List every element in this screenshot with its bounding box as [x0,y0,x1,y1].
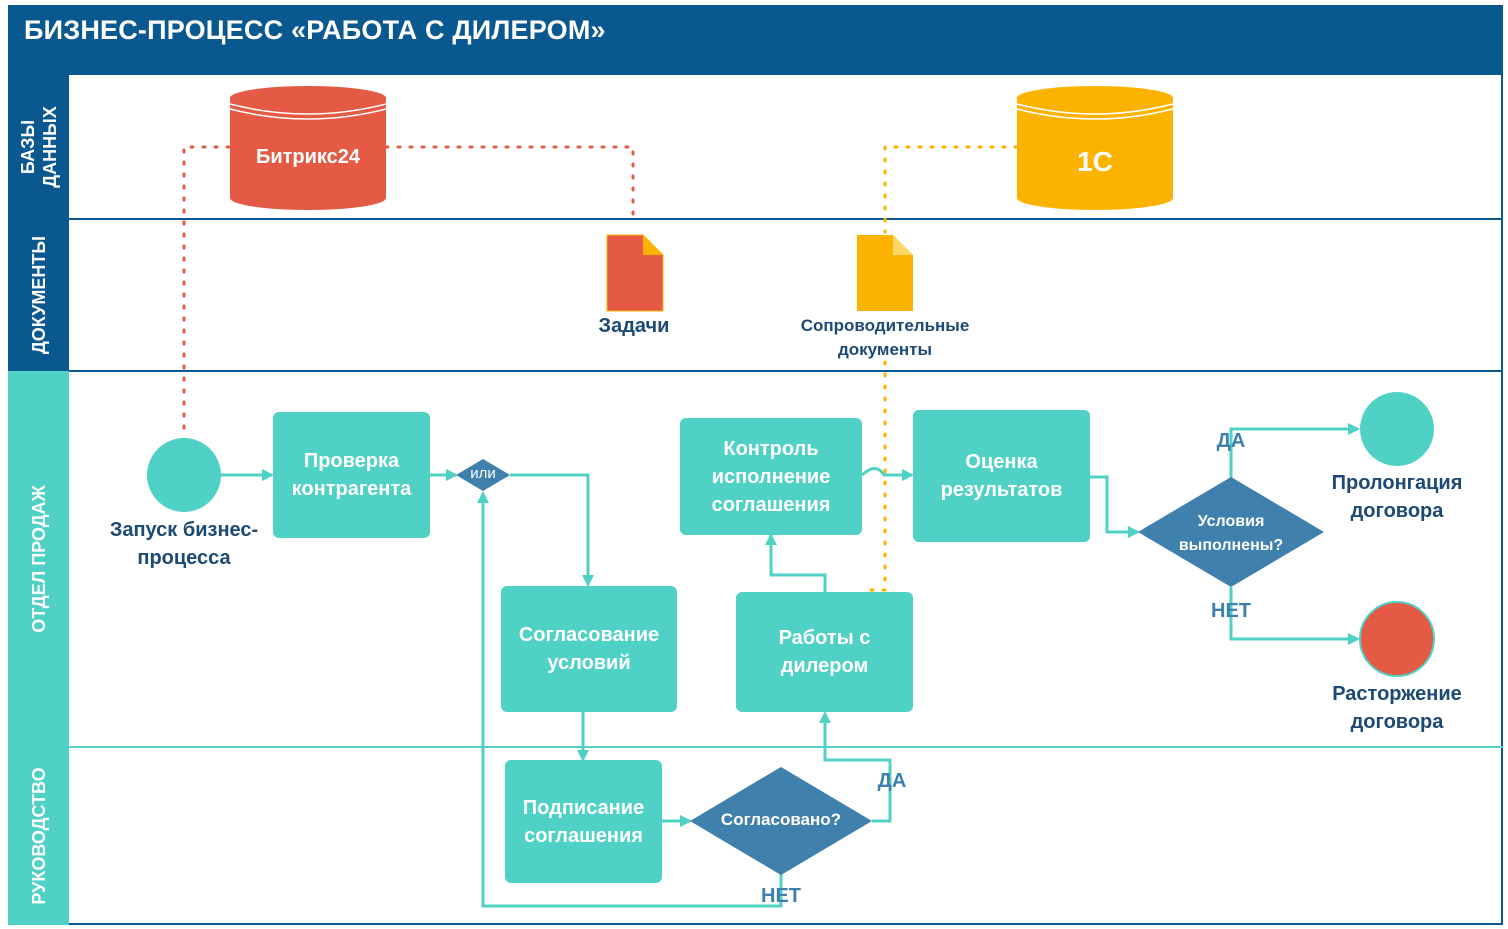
lane-separator-3 [69,746,1503,748]
onec-database-icon [1016,86,1174,210]
accompanying-document-label: Сопроводительные документы [800,316,970,359]
or-gateway-shape [456,459,510,491]
agreed-yes-label: ДА [877,770,907,792]
termination-label: Расторжение договора [1332,683,1462,733]
agreed-decision-label: Согласовано? [720,810,842,829]
lane-separator-2 [69,370,1503,372]
flow-conditions-yes [1229,423,1360,478]
bitrix-link-dotted [182,145,232,430]
start-event-label: Запуск бизнес-процесса [109,519,259,569]
lane-label-management: РУКОВОДСТВО [8,747,69,925]
lane-label-databases: БАЗЫ ДАННЫХ [8,75,69,219]
agreed-decision-shape [690,767,872,875]
title-bar: БИЗНЕС-ПРОЦЕСС «РАБОТА С ДИЛЕРОМ» [8,5,1503,75]
prolongation-end-event-icon [1360,392,1434,466]
flow-dealer-to-control [765,533,827,592]
bitrix24-database-icon [229,86,387,210]
bitrix24-label: Битрикс24 [255,146,361,168]
flow-agreed-yes [819,711,892,823]
flow-conditions-no [1229,587,1360,645]
tasks-document-icon [606,234,664,312]
or-gateway-label: или [470,465,496,482]
bitrix-tasks-dotted [384,145,635,224]
dealer-work-task[interactable]: Работы с дилером [736,592,913,712]
flow-or-to-terms [510,473,594,587]
terms-agreement-task[interactable]: Согласование условий [501,586,677,712]
onec-dealer-dotted [868,360,887,592]
prolongation-label: Пролонгация договора [1331,472,1463,522]
termination-end-event-icon [1359,601,1435,677]
onec-label: 1С [1077,146,1113,177]
lane-label-sales: ОТДЕЛ ПРОДАЖ [8,371,69,747]
tasks-document-label: Задачи [598,315,670,337]
conditions-decision-shape [1138,477,1324,587]
onec-link-dotted [883,145,1019,234]
lane-separator-1 [69,218,1503,220]
conditions-yes-label: ДА [1216,430,1246,452]
flow-agreed-no [477,491,783,908]
flow-evaluation-to-conditions [1090,475,1140,538]
accompanying-document-icon [857,235,913,311]
control-execution-task[interactable]: Контроль исполнение соглашения [680,418,862,535]
start-event-icon [147,438,221,512]
agreement-signing-task[interactable]: Подписание соглашения [505,760,662,883]
agreed-no-label: НЕТ [761,885,801,907]
flow-control-to-evaluation [860,467,914,481]
check-counterparty-task[interactable]: Проверка контрагента [273,412,430,538]
lane-label-documents: ДОКУМЕНТЫ [8,219,69,371]
results-evaluation-task[interactable]: Оценка результатов [913,410,1090,542]
page-title: БИЗНЕС-ПРОЦЕСС «РАБОТА С ДИЛЕРОМ» [24,15,606,45]
conditions-no-label: НЕТ [1211,600,1251,622]
conditions-decision-label: Условия выполнены? [1178,513,1284,554]
